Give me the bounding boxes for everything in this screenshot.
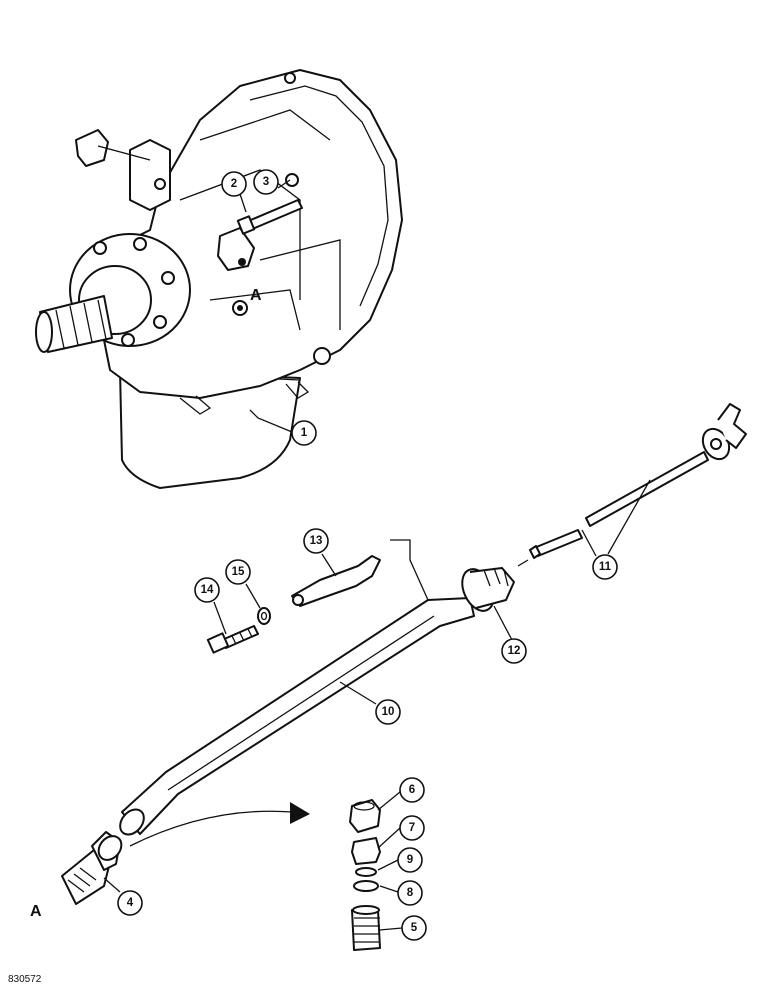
svg-text:6: 6 (409, 784, 415, 796)
svg-text:12: 12 (508, 645, 521, 657)
svg-text:14: 14 (201, 584, 214, 596)
exploded-view-arrow (129, 802, 310, 847)
nut (349, 799, 381, 833)
callout-9: 9 (397, 847, 423, 873)
callout-14: 14 (194, 577, 220, 603)
callout-11: 11 (592, 554, 618, 580)
svg-text:5: 5 (411, 922, 418, 934)
svg-text:1: 1 (301, 427, 308, 439)
callout-5: 5 (401, 915, 427, 941)
svg-text:7: 7 (409, 822, 415, 834)
svg-text:10: 10 (382, 706, 395, 718)
svg-text:9: 9 (407, 854, 413, 866)
tube-bracket (291, 555, 381, 607)
svg-text:11: 11 (599, 561, 612, 573)
o-ring-small (355, 867, 377, 877)
o-ring-large (353, 880, 379, 892)
callout-6: 6 (399, 777, 425, 803)
svg-text:8: 8 (407, 887, 414, 899)
callout-13: 13 (303, 528, 329, 554)
adapter (351, 905, 381, 951)
fitting-end-mark: A (30, 903, 42, 920)
transmission-port-mark: A (250, 287, 262, 304)
transmission-assembly (35, 69, 403, 489)
leader-lines (103, 179, 651, 931)
svg-text:13: 13 (310, 535, 323, 547)
dipstick (517, 403, 747, 567)
callout-2: 2 (221, 171, 247, 197)
drawing-number: 830572 (8, 974, 42, 985)
lock-washer (257, 607, 271, 625)
callout-4: 4 (117, 890, 143, 916)
callout-8: 8 (397, 880, 423, 906)
callout-15: 15 (225, 559, 251, 585)
dipstick-tube (119, 539, 475, 836)
svg-text:4: 4 (127, 897, 134, 909)
svg-text:15: 15 (232, 566, 245, 578)
callout-3: 3 (253, 169, 279, 195)
callout-1: 1 (291, 420, 317, 446)
svg-text:3: 3 (263, 176, 269, 188)
callout-12: 12 (501, 638, 527, 664)
hose-clamp (461, 567, 515, 612)
sleeve (351, 837, 381, 865)
callout-10: 10 (375, 699, 401, 725)
cap-screw (206, 625, 259, 654)
callout-7: 7 (399, 815, 425, 841)
connector-fitting (61, 831, 123, 905)
svg-text:2: 2 (231, 178, 237, 190)
